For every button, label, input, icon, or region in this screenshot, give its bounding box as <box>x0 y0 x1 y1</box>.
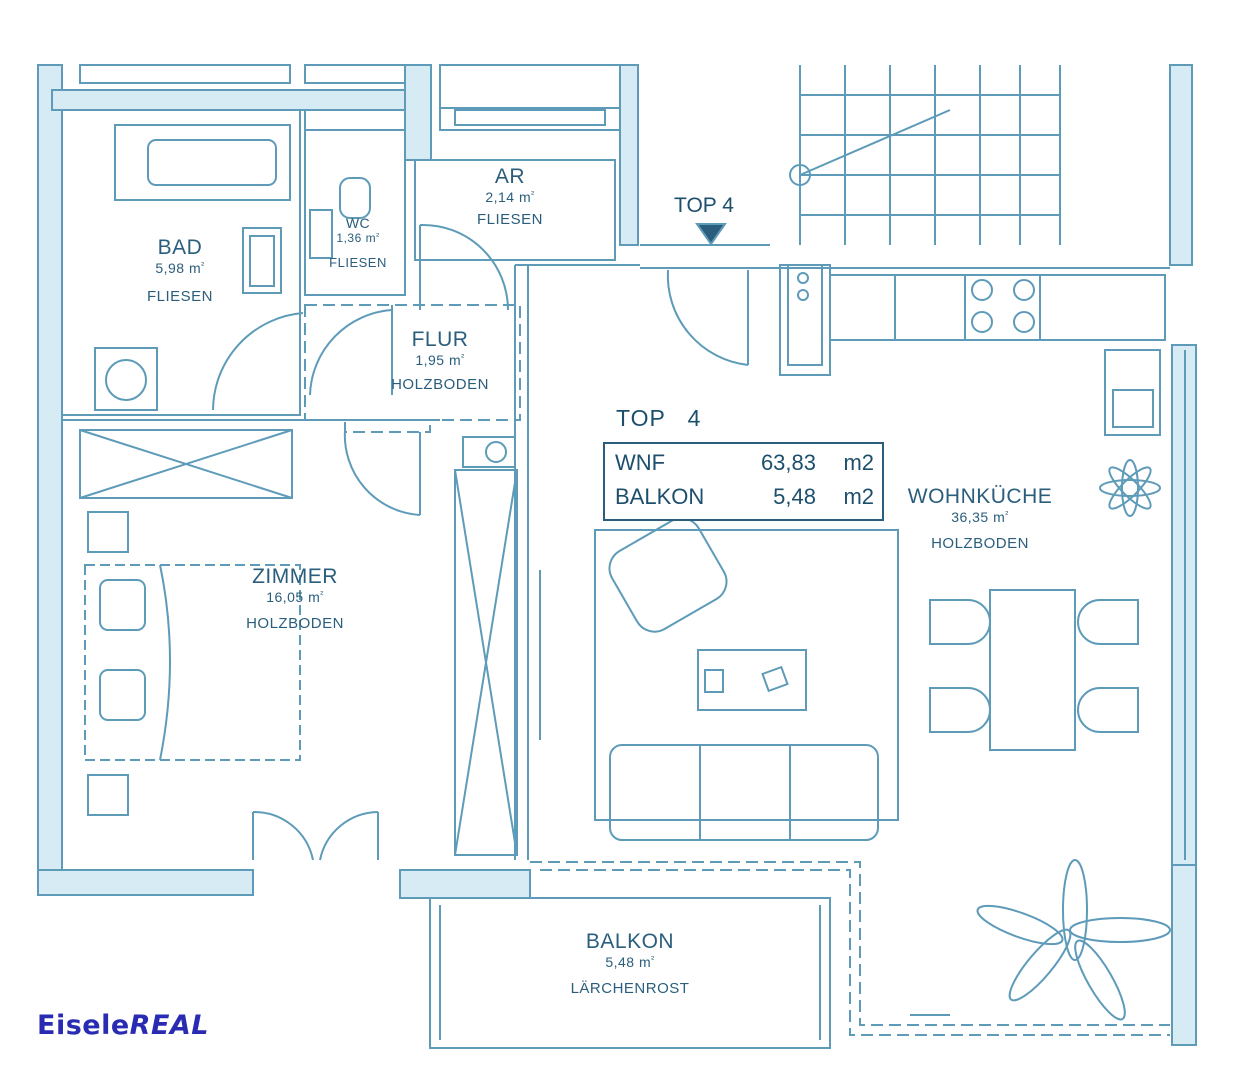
room-name: AR <box>494 165 526 188</box>
plant-symbol <box>976 859 1171 1021</box>
room-flur: FLUR 1,95 m² HOLZBODEN <box>380 328 500 393</box>
room-floor: HOLZBODEN <box>931 535 1029 552</box>
logo-part-1: Eisele <box>37 1010 130 1041</box>
room-area: 16,05 m² <box>266 589 324 605</box>
room-area: 2,14 m² <box>485 189 535 205</box>
room-name: ZIMMER <box>252 565 338 588</box>
room-area: 36,35 m² <box>951 509 1009 525</box>
summary-row-balkon: BALKON 5,48 m2 <box>615 484 874 514</box>
logo-part-2: REAL <box>129 1010 209 1041</box>
room-name: BAD <box>157 236 203 259</box>
summary-unit: m2 <box>843 450 874 475</box>
room-floor: FLIESEN <box>476 211 544 228</box>
summary-title: TOP 4 <box>616 405 702 431</box>
room-zimmer: ZIMMER 16,05 m² HOLZBODEN <box>230 565 360 632</box>
stair-steps <box>800 65 1060 245</box>
room-area: 5,98 m² <box>155 260 205 276</box>
room-floor: HOLZBODEN <box>246 615 344 632</box>
room-floor: FLIESEN <box>146 288 214 305</box>
room-name: BALKON <box>585 930 675 953</box>
summary-key: WNF <box>615 450 666 475</box>
room-balkon: BALKON 5,48 m² LÄRCHENROST <box>530 930 730 997</box>
summary-value: 63,83 <box>760 450 816 475</box>
room-area: 1,36 m² <box>336 231 380 245</box>
room-wohnkueche: WOHNKÜCHE 36,35 m² HOLZBODEN <box>900 485 1060 552</box>
room-name: WC <box>345 215 371 231</box>
room-floor: LÄRCHENROST <box>570 980 690 997</box>
plant-symbol-2 <box>1099 459 1161 517</box>
room-area: 5,48 m² <box>605 954 655 970</box>
summary-key: BALKON <box>615 484 705 509</box>
room-bad: BAD 5,98 m² FLIESEN <box>130 236 230 305</box>
area-summary-box: WNF 63,83 m2 BALKON 5,48 m2 <box>603 442 884 521</box>
room-name: FLUR <box>411 328 469 351</box>
room-name: WOHNKÜCHE <box>907 485 1053 508</box>
eisele-real-logo: EiseleREAL <box>37 1010 209 1041</box>
room-floor: HOLZBODEN <box>391 376 489 393</box>
summary-unit: m2 <box>843 484 874 509</box>
summary-value: 5,48 <box>773 484 816 509</box>
summary-row-wnf: WNF 63,83 m2 <box>615 450 874 480</box>
room-floor: FLIESEN <box>329 255 387 270</box>
room-ar: AR 2,14 m² FLIESEN <box>460 165 560 228</box>
entrance-label: TOP 4 <box>674 194 734 217</box>
room-wc: WC 1,36 m² FLIESEN <box>318 215 398 270</box>
room-area: 1,95 m² <box>415 352 465 368</box>
